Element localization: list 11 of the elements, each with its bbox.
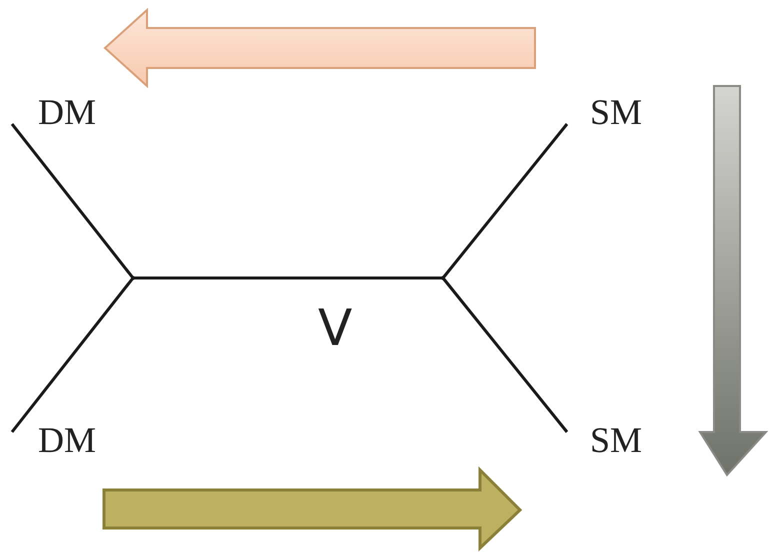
propagator-line [10, 123, 134, 279]
edge-label: V [318, 300, 352, 356]
propagator-line [442, 123, 568, 279]
propagator-line [133, 276, 443, 280]
particle-label: SM [590, 92, 642, 132]
particle-label: DM [38, 92, 96, 132]
vertex-point [131, 276, 135, 280]
particle-label: SM [590, 420, 642, 460]
particle-label: DM [38, 420, 96, 460]
propagator-line [10, 277, 134, 433]
propagator-line [442, 277, 568, 433]
